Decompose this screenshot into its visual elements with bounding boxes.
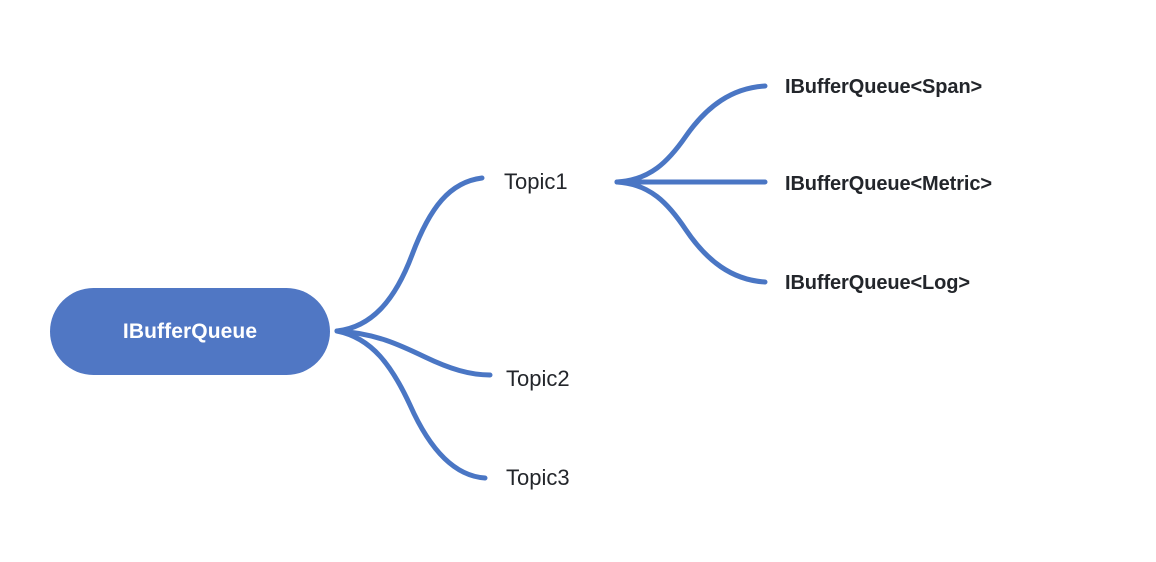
- node-topic3[interactable]: Topic3: [506, 465, 570, 490]
- edge-root-to-topic1: [334, 175, 485, 334]
- edge-topic1-to-log: [614, 179, 768, 285]
- node-ibufferqueue-span[interactable]: IBufferQueue<Span>: [785, 76, 983, 98]
- node-topic2[interactable]: Topic2: [506, 366, 570, 391]
- edge-topic1-to-span: [614, 83, 768, 185]
- edge-root-to-topic2: [334, 328, 493, 378]
- node-ibufferqueue-metric[interactable]: IBufferQueue<Metric>: [785, 173, 992, 195]
- root-node[interactable]: IBufferQueue: [50, 288, 330, 375]
- edge-root-to-topic3: [334, 328, 488, 481]
- node-topic1[interactable]: Topic1: [504, 169, 568, 194]
- root-node-label: IBufferQueue: [122, 320, 258, 343]
- node-ibufferqueue-log[interactable]: IBufferQueue<Log>: [785, 272, 970, 294]
